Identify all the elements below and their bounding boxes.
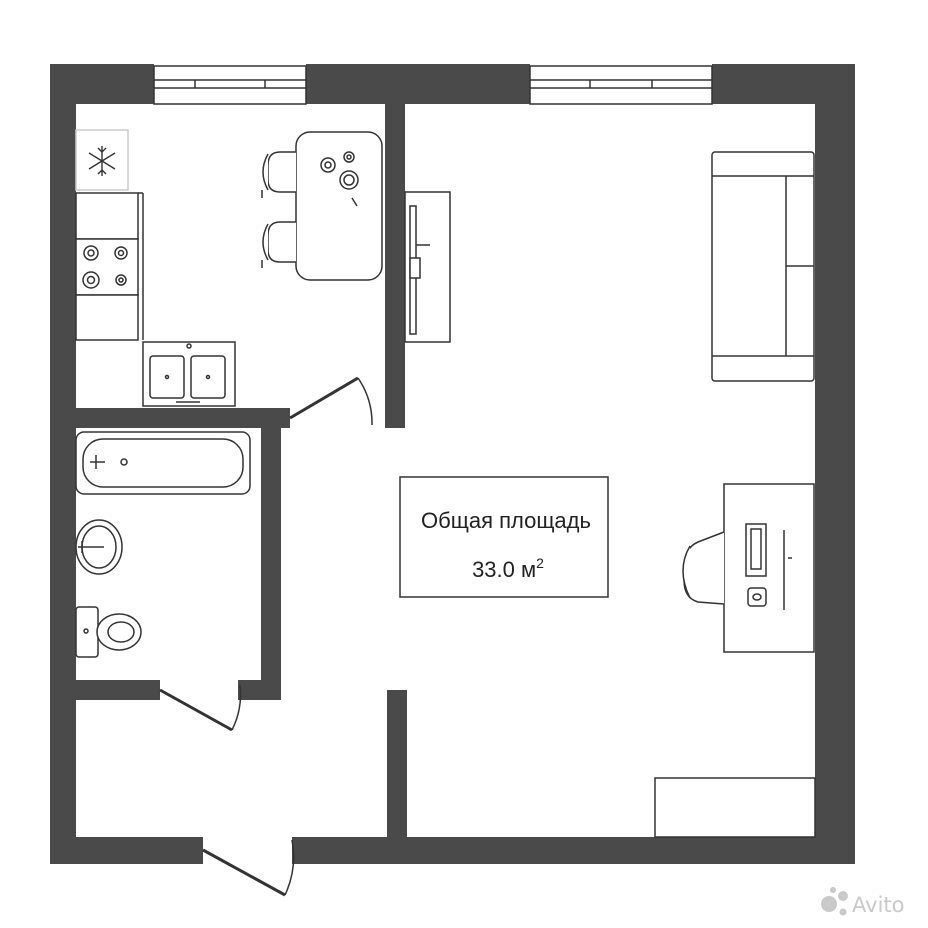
windows [153,65,713,105]
doors [159,376,373,897]
fridge [75,129,129,191]
bathroom [75,431,251,658]
tv-stand [404,191,451,343]
desk [723,483,815,653]
wall-bath-bottom-a [50,680,160,700]
bathtub [75,431,251,495]
avito-text: Avito [852,893,904,917]
washbasin [75,519,123,575]
kitchen-counter [75,192,144,341]
avito-watermark: Avito [821,887,904,917]
avito-logo-icon [821,887,848,916]
wall-right [815,64,855,864]
dining-chair [261,221,296,268]
wall-room-hall [387,690,407,837]
wall-left [50,64,76,864]
wall-bath-top [50,408,290,428]
stove-icon [82,245,128,289]
wall-kitchen-room [385,104,405,428]
wall-bottom-b [292,837,855,864]
wall-top-c [712,64,855,104]
kitchen-sink [142,341,236,407]
desk-chair [682,531,725,605]
wall-top-a [50,64,154,104]
sofa [711,151,815,382]
toilet [75,606,142,658]
area-value-number: 33.0 м [472,557,536,582]
dining-chair [261,151,296,198]
wall-bath-bottom-b [238,680,281,700]
dining-table [295,131,383,281]
door-kitchen [289,376,373,426]
area-value: 33.0 м2 [472,555,544,582]
door-bathroom [159,684,242,732]
main-room [404,151,816,838]
wall-bottom-a [50,837,203,864]
area-label-box: Общая площадь 33.0 м2 [399,476,609,598]
door-entrance [202,839,295,897]
wall-top-b [306,64,530,104]
snowflake-icon [88,146,116,176]
window-room [529,65,713,105]
window-kitchen [153,65,307,105]
wardrobe [654,777,816,838]
area-title: Общая площадь [421,508,591,533]
area-superscript: 2 [536,555,544,571]
walls [50,64,855,864]
kitchen [75,129,383,407]
wall-bath-right [261,408,281,700]
